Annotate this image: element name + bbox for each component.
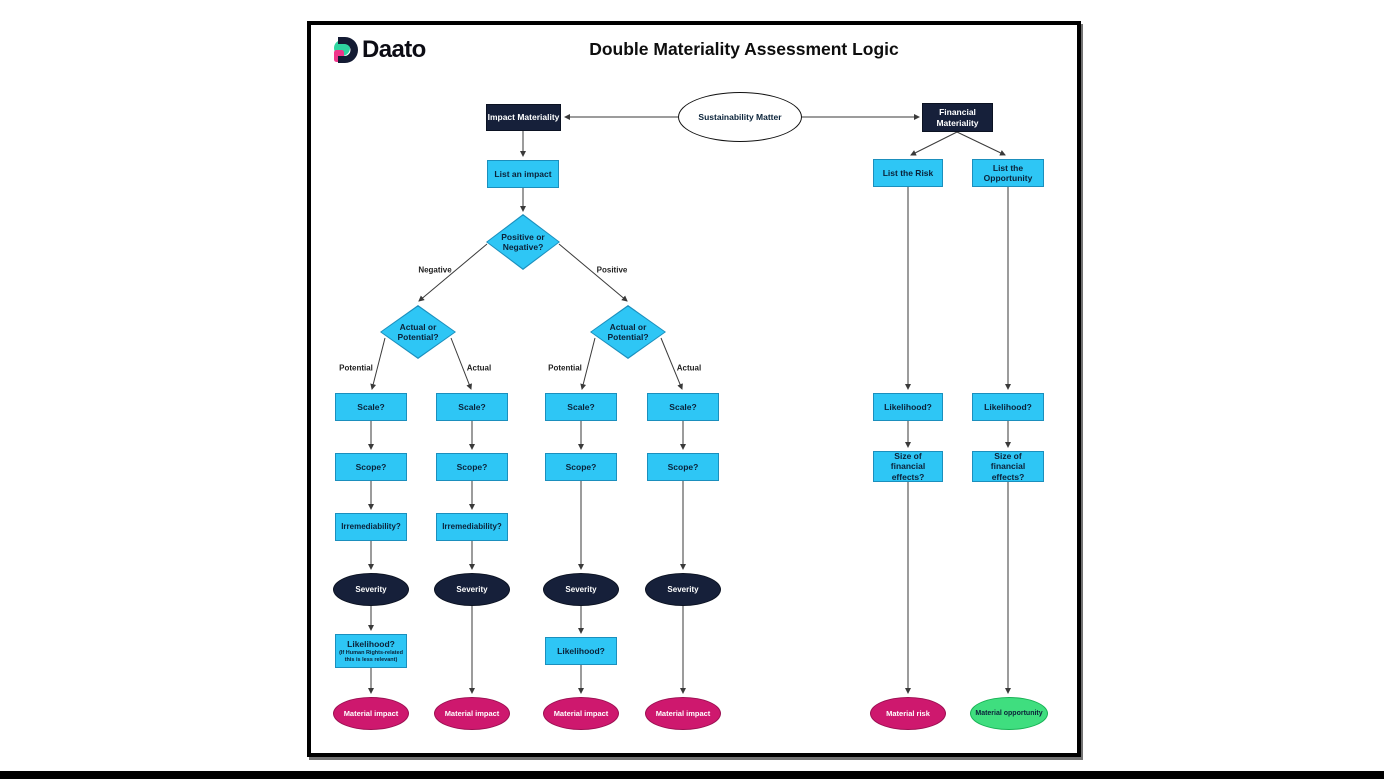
scope-node-3: Scope?	[545, 453, 617, 481]
size-of-financial-effects-node-opportunity: Size of financial effects?	[972, 451, 1044, 482]
edge-label-potential-2: Potential	[548, 363, 582, 373]
list-the-opportunity-node: List the Opportunity	[972, 159, 1044, 187]
severity-node-3: Severity	[543, 573, 619, 606]
edge-label-actual-1: Actual	[466, 363, 492, 373]
scale-node-2: Scale?	[436, 393, 508, 421]
list-an-impact-node: List an impact	[487, 160, 559, 188]
scope-node-4: Scope?	[647, 453, 719, 481]
edge-label-actual-2: Actual	[676, 363, 702, 373]
material-impact-node-2: Material impact	[434, 697, 510, 730]
diagram-panel: Daato Double Materiality Assessment Logi…	[307, 21, 1081, 757]
severity-node-2: Severity	[434, 573, 510, 606]
scale-node-1: Scale?	[335, 393, 407, 421]
material-opportunity-node: Material opportunity	[970, 697, 1048, 730]
edge-label-potential-1: Potential	[339, 363, 373, 373]
likelihood-node-3: Likelihood?	[545, 637, 617, 665]
sustainability-matter-node: Sustainability Matter	[678, 92, 802, 142]
material-impact-node-1: Material impact	[333, 697, 409, 730]
scope-node-1: Scope?	[335, 453, 407, 481]
actual-or-potential-decision-positive: Actual or Potential?	[590, 305, 666, 359]
likelihood-note: (If Human Rights-related this is less re…	[339, 649, 403, 663]
page-title: Double Materiality Assessment Logic	[589, 39, 899, 59]
scale-node-3: Scale?	[545, 393, 617, 421]
edge-label-positive: Positive	[596, 265, 628, 275]
likelihood-node-opportunity: Likelihood?	[972, 393, 1044, 421]
irremediability-node-1: Irremediability?	[335, 513, 407, 541]
scale-node-4: Scale?	[647, 393, 719, 421]
actual-or-potential-decision-negative: Actual or Potential?	[380, 305, 456, 359]
likelihood-node-1: Likelihood? (If Human Rights-related thi…	[335, 634, 407, 668]
material-risk-node: Material risk	[870, 697, 946, 730]
edge-label-negative: Negative	[418, 265, 452, 275]
material-impact-node-3: Material impact	[543, 697, 619, 730]
daato-logo-icon	[334, 37, 358, 63]
size-of-financial-effects-node-risk: Size of financial effects?	[873, 451, 943, 482]
likelihood-node-risk: Likelihood?	[873, 393, 943, 421]
daato-logo: Daato	[333, 36, 426, 64]
severity-node-1: Severity	[333, 573, 409, 606]
financial-materiality-node: Financial Materiality	[922, 103, 993, 132]
page-bottom-bar	[0, 771, 1384, 779]
material-impact-node-4: Material impact	[645, 697, 721, 730]
severity-node-4: Severity	[645, 573, 721, 606]
connector-lines	[368, 114, 1011, 694]
positive-or-negative-decision: Positive or Negative?	[486, 214, 560, 270]
irremediability-node-2: Irremediability?	[436, 513, 508, 541]
likelihood-label: Likelihood?	[347, 638, 395, 649]
impact-materiality-node: Impact Materiality	[486, 104, 561, 131]
scope-node-2: Scope?	[436, 453, 508, 481]
list-the-risk-node: List the Risk	[873, 159, 943, 187]
brand-name: Daato	[362, 36, 426, 63]
